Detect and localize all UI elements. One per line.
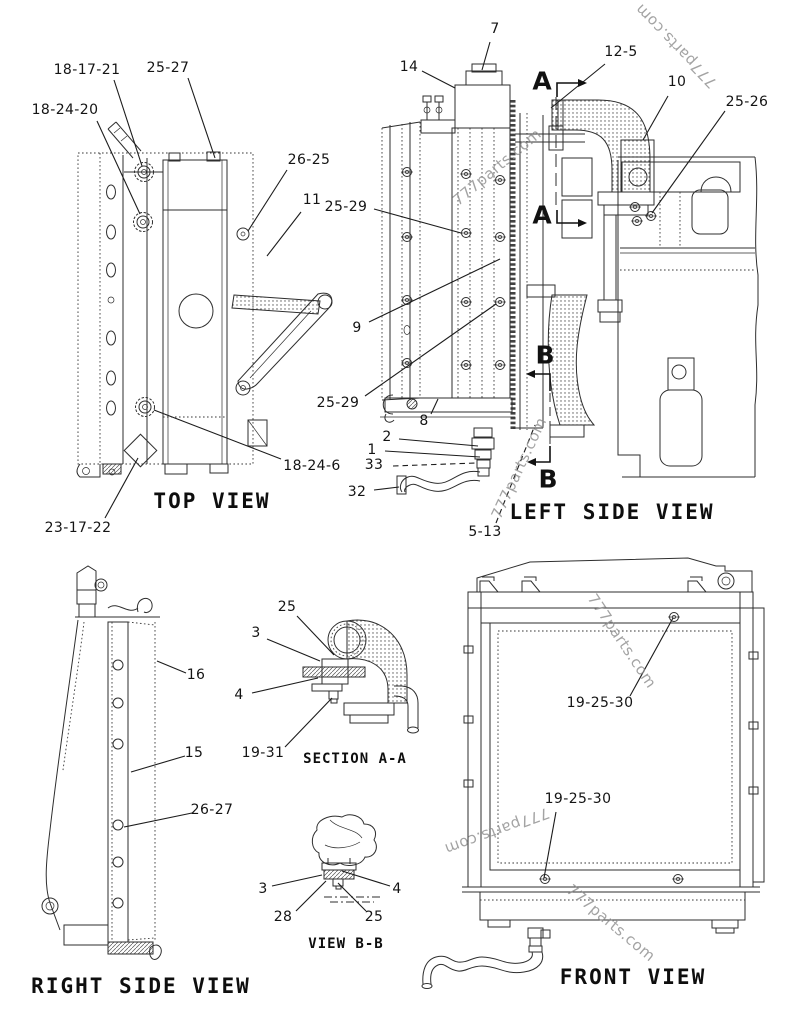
leader-line-25-26 bbox=[651, 110, 726, 214]
leader-line-9 bbox=[368, 258, 501, 323]
callout-7: 7 bbox=[490, 21, 500, 37]
leader-line-3 bbox=[266, 638, 321, 662]
leader-line-25-29 bbox=[364, 303, 497, 397]
section-bracket-A bbox=[556, 210, 579, 224]
callout-26-27: 26-27 bbox=[190, 802, 234, 818]
callout-12-5: 12-5 bbox=[604, 44, 638, 60]
section-letter-B: B bbox=[538, 464, 558, 494]
callout-10: 10 bbox=[667, 74, 687, 90]
leader-line-26-27 bbox=[123, 812, 193, 828]
section-letter-A: A bbox=[532, 66, 552, 96]
section-bracket-B bbox=[534, 373, 551, 391]
leader-line-4 bbox=[341, 870, 391, 887]
leader-line-19-31 bbox=[284, 697, 333, 748]
callout-25: 25 bbox=[277, 599, 297, 615]
leader-line-25 bbox=[337, 882, 367, 912]
leader-line-26-25 bbox=[247, 169, 288, 232]
leader-line-25 bbox=[296, 615, 335, 656]
leader-lines-layer bbox=[96, 41, 726, 912]
callout-19-25-30: 19-25-30 bbox=[566, 695, 634, 711]
view-title-right-side-view: RIGHT SIDE VIEW bbox=[31, 974, 251, 998]
section-arrow-B bbox=[527, 458, 536, 466]
section-bracket-A bbox=[556, 82, 579, 97]
callout-25: 25 bbox=[364, 909, 384, 925]
section-cut-lines bbox=[549, 97, 557, 444]
callout-18-24-6: 18-24-6 bbox=[283, 458, 341, 474]
leader-line-11 bbox=[266, 211, 302, 257]
leader-line-19-25-30 bbox=[543, 811, 557, 879]
leader-line-15 bbox=[130, 755, 186, 773]
leader-line-4 bbox=[251, 677, 319, 694]
view-title-section-a-a: SECTION A-A bbox=[303, 751, 407, 767]
callout-4: 4 bbox=[234, 687, 244, 703]
leader-line-18-24-20 bbox=[96, 120, 141, 215]
leader-line-16 bbox=[156, 660, 187, 674]
section-letter-B: B bbox=[535, 340, 555, 370]
leader-line-19-25-30 bbox=[629, 617, 674, 697]
callout-8: 8 bbox=[419, 413, 429, 429]
callout-3: 3 bbox=[258, 881, 268, 897]
leader-line-7 bbox=[481, 41, 491, 71]
leader-line-28 bbox=[295, 880, 327, 912]
callout-3: 3 bbox=[251, 625, 261, 641]
leader-line-2 bbox=[398, 438, 479, 447]
callout-25-27: 25-27 bbox=[146, 60, 190, 76]
right-side-view-drawing bbox=[41, 565, 162, 961]
view-bb-drawing bbox=[311, 814, 380, 903]
section-bracket-B bbox=[535, 446, 551, 463]
callout-14: 14 bbox=[399, 59, 419, 75]
callout-19-25-30: 19-25-30 bbox=[544, 791, 612, 807]
section-arrow-B bbox=[526, 370, 535, 378]
callout-16: 16 bbox=[186, 667, 206, 683]
view-title-left-side-view: LEFT SIDE VIEW bbox=[509, 500, 715, 524]
section-letter-A: A bbox=[532, 200, 552, 230]
view-title-top-view: TOP VIEW bbox=[153, 489, 271, 513]
callout-28: 28 bbox=[273, 909, 293, 925]
callout-2: 2 bbox=[382, 429, 392, 445]
front-view-drawing bbox=[421, 557, 765, 989]
callout-5-13: 5-13 bbox=[468, 524, 502, 540]
callout-25-26: 25-26 bbox=[725, 94, 769, 110]
leader-line-25-29 bbox=[373, 208, 462, 234]
callout-11: 11 bbox=[302, 192, 322, 208]
leader-line-25-27 bbox=[187, 77, 216, 159]
callout-26-25: 26-25 bbox=[287, 152, 331, 168]
callout-23-17-22: 23-17-22 bbox=[44, 520, 112, 536]
view-title-front-view: FRONT VIEW bbox=[559, 965, 707, 989]
callout-15: 15 bbox=[184, 745, 204, 761]
section-arrow-A bbox=[578, 79, 587, 87]
callout-4: 4 bbox=[392, 881, 402, 897]
leader-line-32 bbox=[373, 486, 400, 491]
leader-line-10 bbox=[642, 95, 669, 141]
section-arrow-A bbox=[578, 219, 587, 227]
leader-line-1 bbox=[384, 450, 481, 458]
top-view-drawing bbox=[76, 121, 333, 478]
callout-33: 33 bbox=[364, 457, 384, 473]
callout-18-17-21: 18-17-21 bbox=[53, 62, 121, 78]
callout-32: 32 bbox=[347, 484, 367, 500]
callout-25-29: 25-29 bbox=[324, 199, 368, 215]
callout-18-24-20: 18-24-20 bbox=[31, 102, 99, 118]
callout-1: 1 bbox=[367, 442, 377, 458]
leader-line-8 bbox=[430, 398, 439, 415]
leader-line-5-13 bbox=[495, 424, 536, 524]
leader-line-23-17-22 bbox=[104, 457, 139, 519]
left-side-view-drawing bbox=[380, 63, 759, 495]
view-title-view-b-b: VIEW B-B bbox=[308, 936, 384, 952]
leader-line-33 bbox=[392, 462, 477, 467]
leader-line-3 bbox=[271, 874, 323, 887]
callout-19-31: 19-31 bbox=[241, 745, 285, 761]
section-aa-drawing bbox=[302, 619, 419, 734]
callout-25-29: 25-29 bbox=[316, 395, 360, 411]
leader-line-18-17-21 bbox=[113, 79, 143, 167]
leader-line-14 bbox=[421, 70, 456, 89]
callout-9: 9 bbox=[352, 320, 362, 336]
leader-line-18-24-6 bbox=[153, 409, 282, 460]
